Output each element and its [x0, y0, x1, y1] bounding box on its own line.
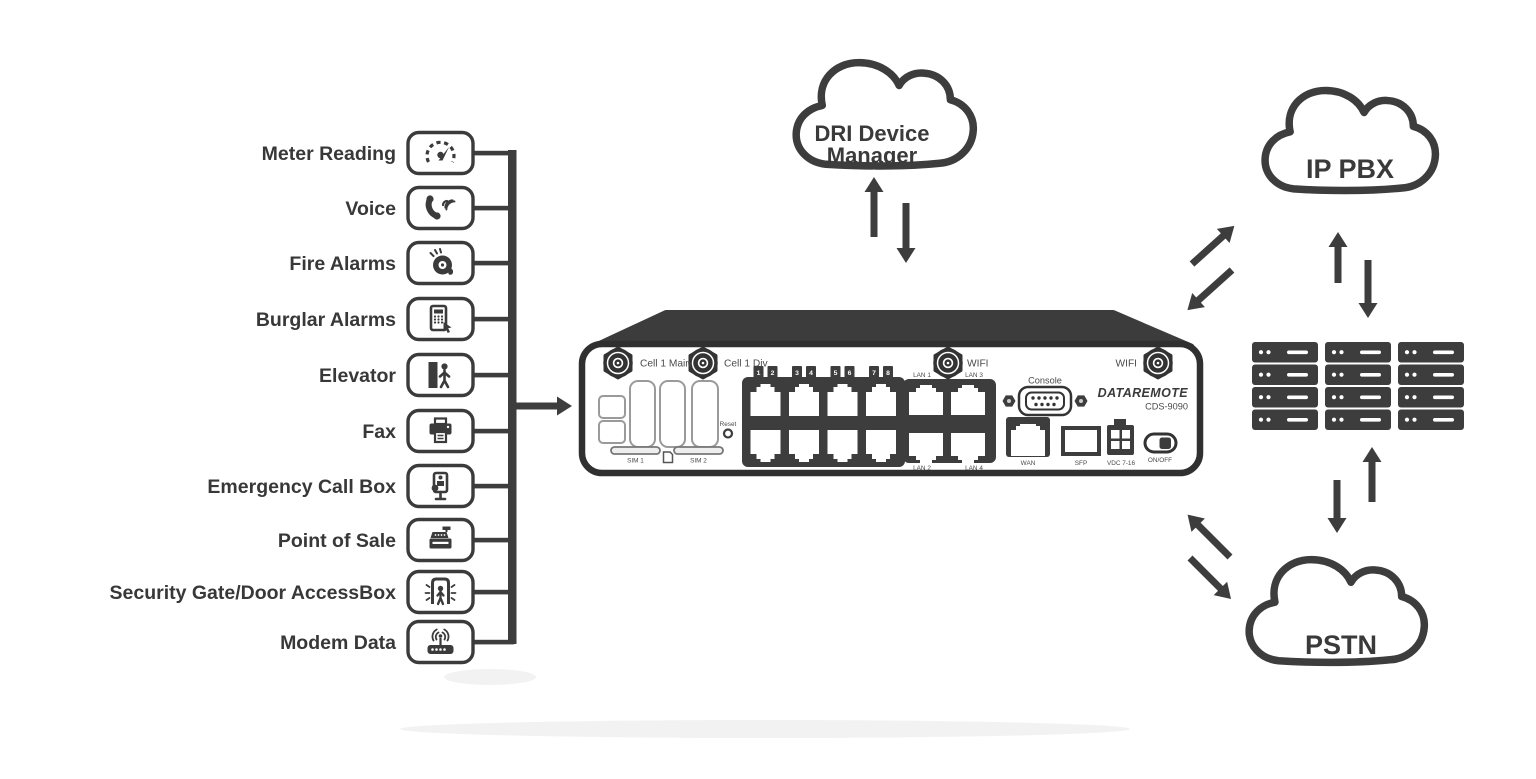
service-label: Meter Reading — [262, 143, 396, 165]
pstn-up-arrow — [1362, 447, 1382, 502]
service-row-meter-reading: Meter Reading — [262, 130, 475, 176]
ip-pbx-up-arrow — [1328, 232, 1348, 283]
cds-9090-device: Cell 1 Main Cell 1 Div WIFI WIFI SIM 1 S… — [578, 310, 1204, 477]
lan2-label: LAN 2 — [913, 465, 931, 472]
service-row-point-of-sale: Point of Sale — [278, 517, 475, 563]
wan-port: WAN — [1006, 417, 1050, 467]
cell1-div-label: Cell 1 Div — [724, 359, 768, 370]
gauge-icon — [425, 140, 456, 163]
service-label: Voice — [345, 198, 396, 220]
device-to-pstn-arrow — [1187, 555, 1232, 600]
service-row-elevator: Elevator — [319, 352, 475, 398]
bracket-to-device-arrow — [514, 396, 572, 416]
pstn-label: PSTN — [1305, 630, 1377, 660]
sfp-label: SFP — [1075, 460, 1087, 467]
service-label: Fax — [362, 421, 396, 443]
brand-logo: DATAREMOTE — [1098, 386, 1189, 400]
sim-area: SIM 1 SIM 2 — [598, 380, 724, 465]
port-number: 2 — [771, 370, 775, 377]
port-number: 8 — [886, 370, 890, 377]
port-number: 7 — [872, 370, 876, 377]
phone-port-block: 1 2 3 4 5 6 7 8 — [742, 366, 905, 467]
pstn-cloud: PSTN — [1249, 560, 1424, 663]
service-list: Meter Reading Voice Fire Alarms — [110, 130, 572, 665]
lan3-label: LAN 3 — [965, 372, 983, 379]
port-number: 3 — [795, 370, 799, 377]
pstn-down-arrow — [1327, 480, 1347, 533]
service-row-burglar-alarms: Burglar Alarms — [256, 296, 475, 342]
sim1-slot — [610, 446, 661, 455]
sim-card-icon — [662, 451, 674, 464]
call-box-icon — [431, 471, 449, 501]
reset-button — [722, 428, 734, 439]
service-row-modem-data: Modem Data — [280, 619, 475, 665]
service-bracket — [474, 150, 517, 645]
wifi-left-label: WIFI — [967, 359, 989, 370]
fax-icon — [429, 417, 452, 444]
port-number: 1 — [757, 370, 761, 377]
dri-cloud-line2: Manager — [827, 143, 918, 168]
port-number: 5 — [834, 370, 838, 377]
fire-alarm-icon — [429, 248, 454, 275]
antenna-cell1-div — [690, 348, 716, 378]
dri-down-arrow — [891, 201, 921, 271]
ippbx-to-device-arrow — [1187, 267, 1235, 311]
console-label: Console — [1028, 376, 1062, 386]
model-number: CDS-9090 — [1145, 402, 1188, 412]
dri-up-arrow — [859, 169, 889, 239]
service-row-emergency-call-box: Emergency Call Box — [207, 463, 475, 509]
ip-pbx-down-arrow — [1358, 260, 1378, 318]
ip-pbx-cloud: IP PBX — [1265, 90, 1435, 190]
ground-shadow — [400, 720, 1130, 738]
service-label: Fire Alarms — [289, 253, 396, 275]
antenna-wifi-right — [1145, 348, 1171, 378]
elevator-icon — [428, 362, 451, 389]
port-number: 6 — [848, 370, 852, 377]
power-connector: VDC 7-16 — [1107, 419, 1136, 467]
security-gate-icon — [424, 577, 457, 606]
service-label: Point of Sale — [278, 530, 396, 552]
power-label: VDC 7-16 — [1107, 460, 1136, 467]
power-switch: ON/OFF — [1143, 432, 1178, 464]
server-rack — [1252, 342, 1464, 430]
reset-label: Reset — [720, 421, 737, 428]
ip-pbx-label: IP PBX — [1306, 154, 1394, 184]
sfp-port: SFP — [1061, 426, 1101, 467]
service-label: Security Gate/Door AccessBox — [110, 582, 397, 604]
lan1-label: LAN 1 — [913, 372, 931, 379]
service-label: Burglar Alarms — [256, 309, 396, 331]
wifi-right-label: WIFI — [1116, 359, 1138, 370]
keypad-icon — [429, 304, 452, 333]
service-label: Elevator — [319, 365, 396, 387]
small-shadow — [444, 669, 536, 685]
sim1-label: SIM 1 — [627, 458, 644, 465]
device-to-ippbx-arrow — [1189, 225, 1235, 267]
antenna-cell1-main — [605, 348, 631, 378]
service-row-fire-alarms: Fire Alarms — [289, 240, 475, 286]
service-label: Emergency Call Box — [207, 476, 396, 498]
modem-icon — [427, 628, 454, 654]
port-number: 4 — [809, 370, 813, 377]
lan4-label: LAN 4 — [965, 465, 983, 472]
antenna-wifi-left — [935, 348, 961, 378]
cell1-main-label: Cell 1 Main — [640, 359, 691, 370]
service-row-fax: Fax — [362, 408, 475, 454]
onoff-label: ON/OFF — [1148, 457, 1172, 464]
wan-label: WAN — [1021, 460, 1036, 467]
sim2-label: SIM 2 — [690, 458, 707, 465]
dri-cloud-line1: DRI Device — [815, 121, 930, 146]
service-row-security-gate: Security Gate/Door AccessBox — [110, 569, 475, 615]
sim2-slot — [673, 446, 724, 455]
dri-device-manager-cloud: DRI Device Manager — [796, 63, 973, 271]
cash-register-icon — [429, 526, 452, 549]
service-label: Modem Data — [280, 632, 396, 654]
phone-icon — [425, 195, 456, 220]
console-port: Console — [1002, 376, 1088, 417]
pstn-to-device-arrow — [1187, 514, 1233, 560]
lan-port-block: LAN 1 LAN 3 LAN 2 LAN 4 — [903, 372, 996, 472]
service-row-voice: Voice — [345, 185, 475, 231]
